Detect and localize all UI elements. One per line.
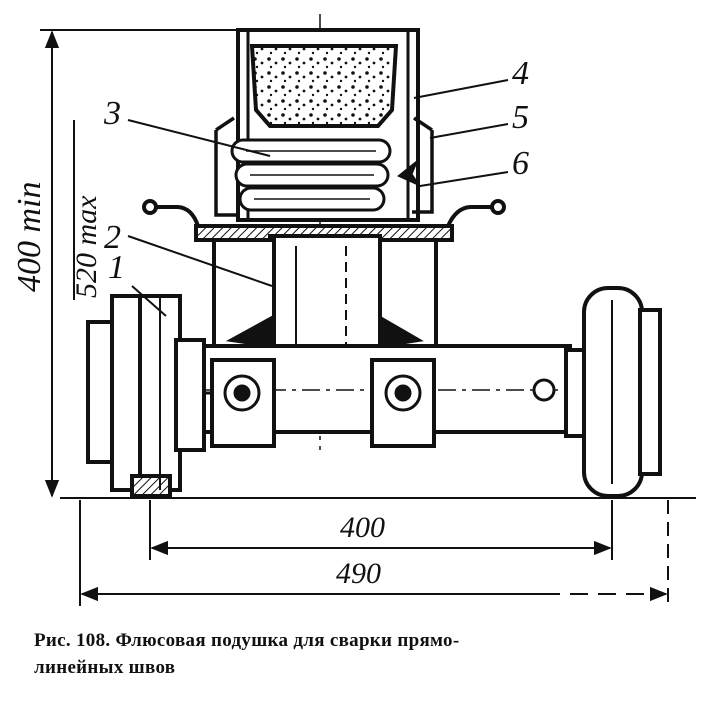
wheel-track-label: 400 <box>340 511 385 544</box>
flux-cushion-drawing: 400 min 520 max 400 490 1 2 3 4 5 6 <box>11 14 696 606</box>
rubber-hose <box>230 138 392 212</box>
left-wheel <box>86 294 206 498</box>
callout-numbers: 1 2 3 4 5 6 <box>103 55 529 286</box>
vertical-dimensions <box>40 29 238 498</box>
side-guides <box>214 116 434 217</box>
support-column <box>212 234 438 352</box>
callout-3: 3 <box>103 95 121 132</box>
right-wheel <box>564 286 662 498</box>
horizontal-dimensions <box>79 500 669 606</box>
height-max-label: 520 max <box>70 195 103 298</box>
height-min-label: 400 min <box>11 182 48 293</box>
callout-4: 4 <box>512 55 529 92</box>
callout-leaders <box>127 79 509 317</box>
lever-detail <box>397 159 422 188</box>
callout-6: 6 <box>512 145 529 182</box>
figure-caption: Рис. 108. Флюсовая подушка для сварки пр… <box>34 627 694 681</box>
callout-5: 5 <box>512 99 529 136</box>
caption-line-1: Рис. 108. Флюсовая подушка для сварки пр… <box>34 630 460 651</box>
flux-fill <box>249 44 399 128</box>
axle-beam <box>198 344 572 448</box>
callout-1: 1 <box>108 249 125 286</box>
callout-2: 2 <box>104 219 121 256</box>
caption-line-2: линейных швов <box>34 657 176 678</box>
axle-bolts <box>200 374 556 412</box>
overall-width-label: 490 <box>336 557 381 590</box>
